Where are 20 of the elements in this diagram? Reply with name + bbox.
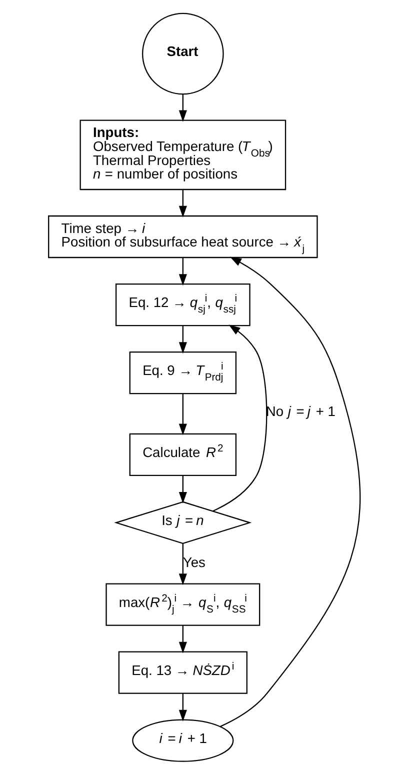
arrow xyxy=(220,256,360,727)
node-box: Inputs: Observed Temperature (T$_{Obs}$) Thermal Properties n = number of positions xyxy=(79,120,286,190)
node-box: Time step → i Position of subsurface heat source → x́$_{j}$ xyxy=(48,215,318,258)
node-circle: Start xyxy=(142,12,224,95)
edge-label: Yes xyxy=(182,554,205,570)
arrow xyxy=(178,258,186,286)
arrow xyxy=(178,190,186,218)
node-ellipse: i = i + 1 xyxy=(132,719,234,762)
arrow xyxy=(178,326,186,354)
arrow xyxy=(178,394,186,436)
arrow xyxy=(178,693,186,722)
node-diamond: Is j = n xyxy=(114,501,252,544)
node-box: Eq. 13 → NṠZD$^{i}$ xyxy=(118,651,247,694)
arrow xyxy=(212,324,267,512)
arrow xyxy=(178,476,186,504)
node-box: Calculate R$^{2}$ xyxy=(128,433,236,476)
arrow xyxy=(178,543,186,586)
edge-label: No j = j + 1 xyxy=(265,403,335,420)
arrow xyxy=(178,625,186,654)
arrow xyxy=(178,94,186,122)
